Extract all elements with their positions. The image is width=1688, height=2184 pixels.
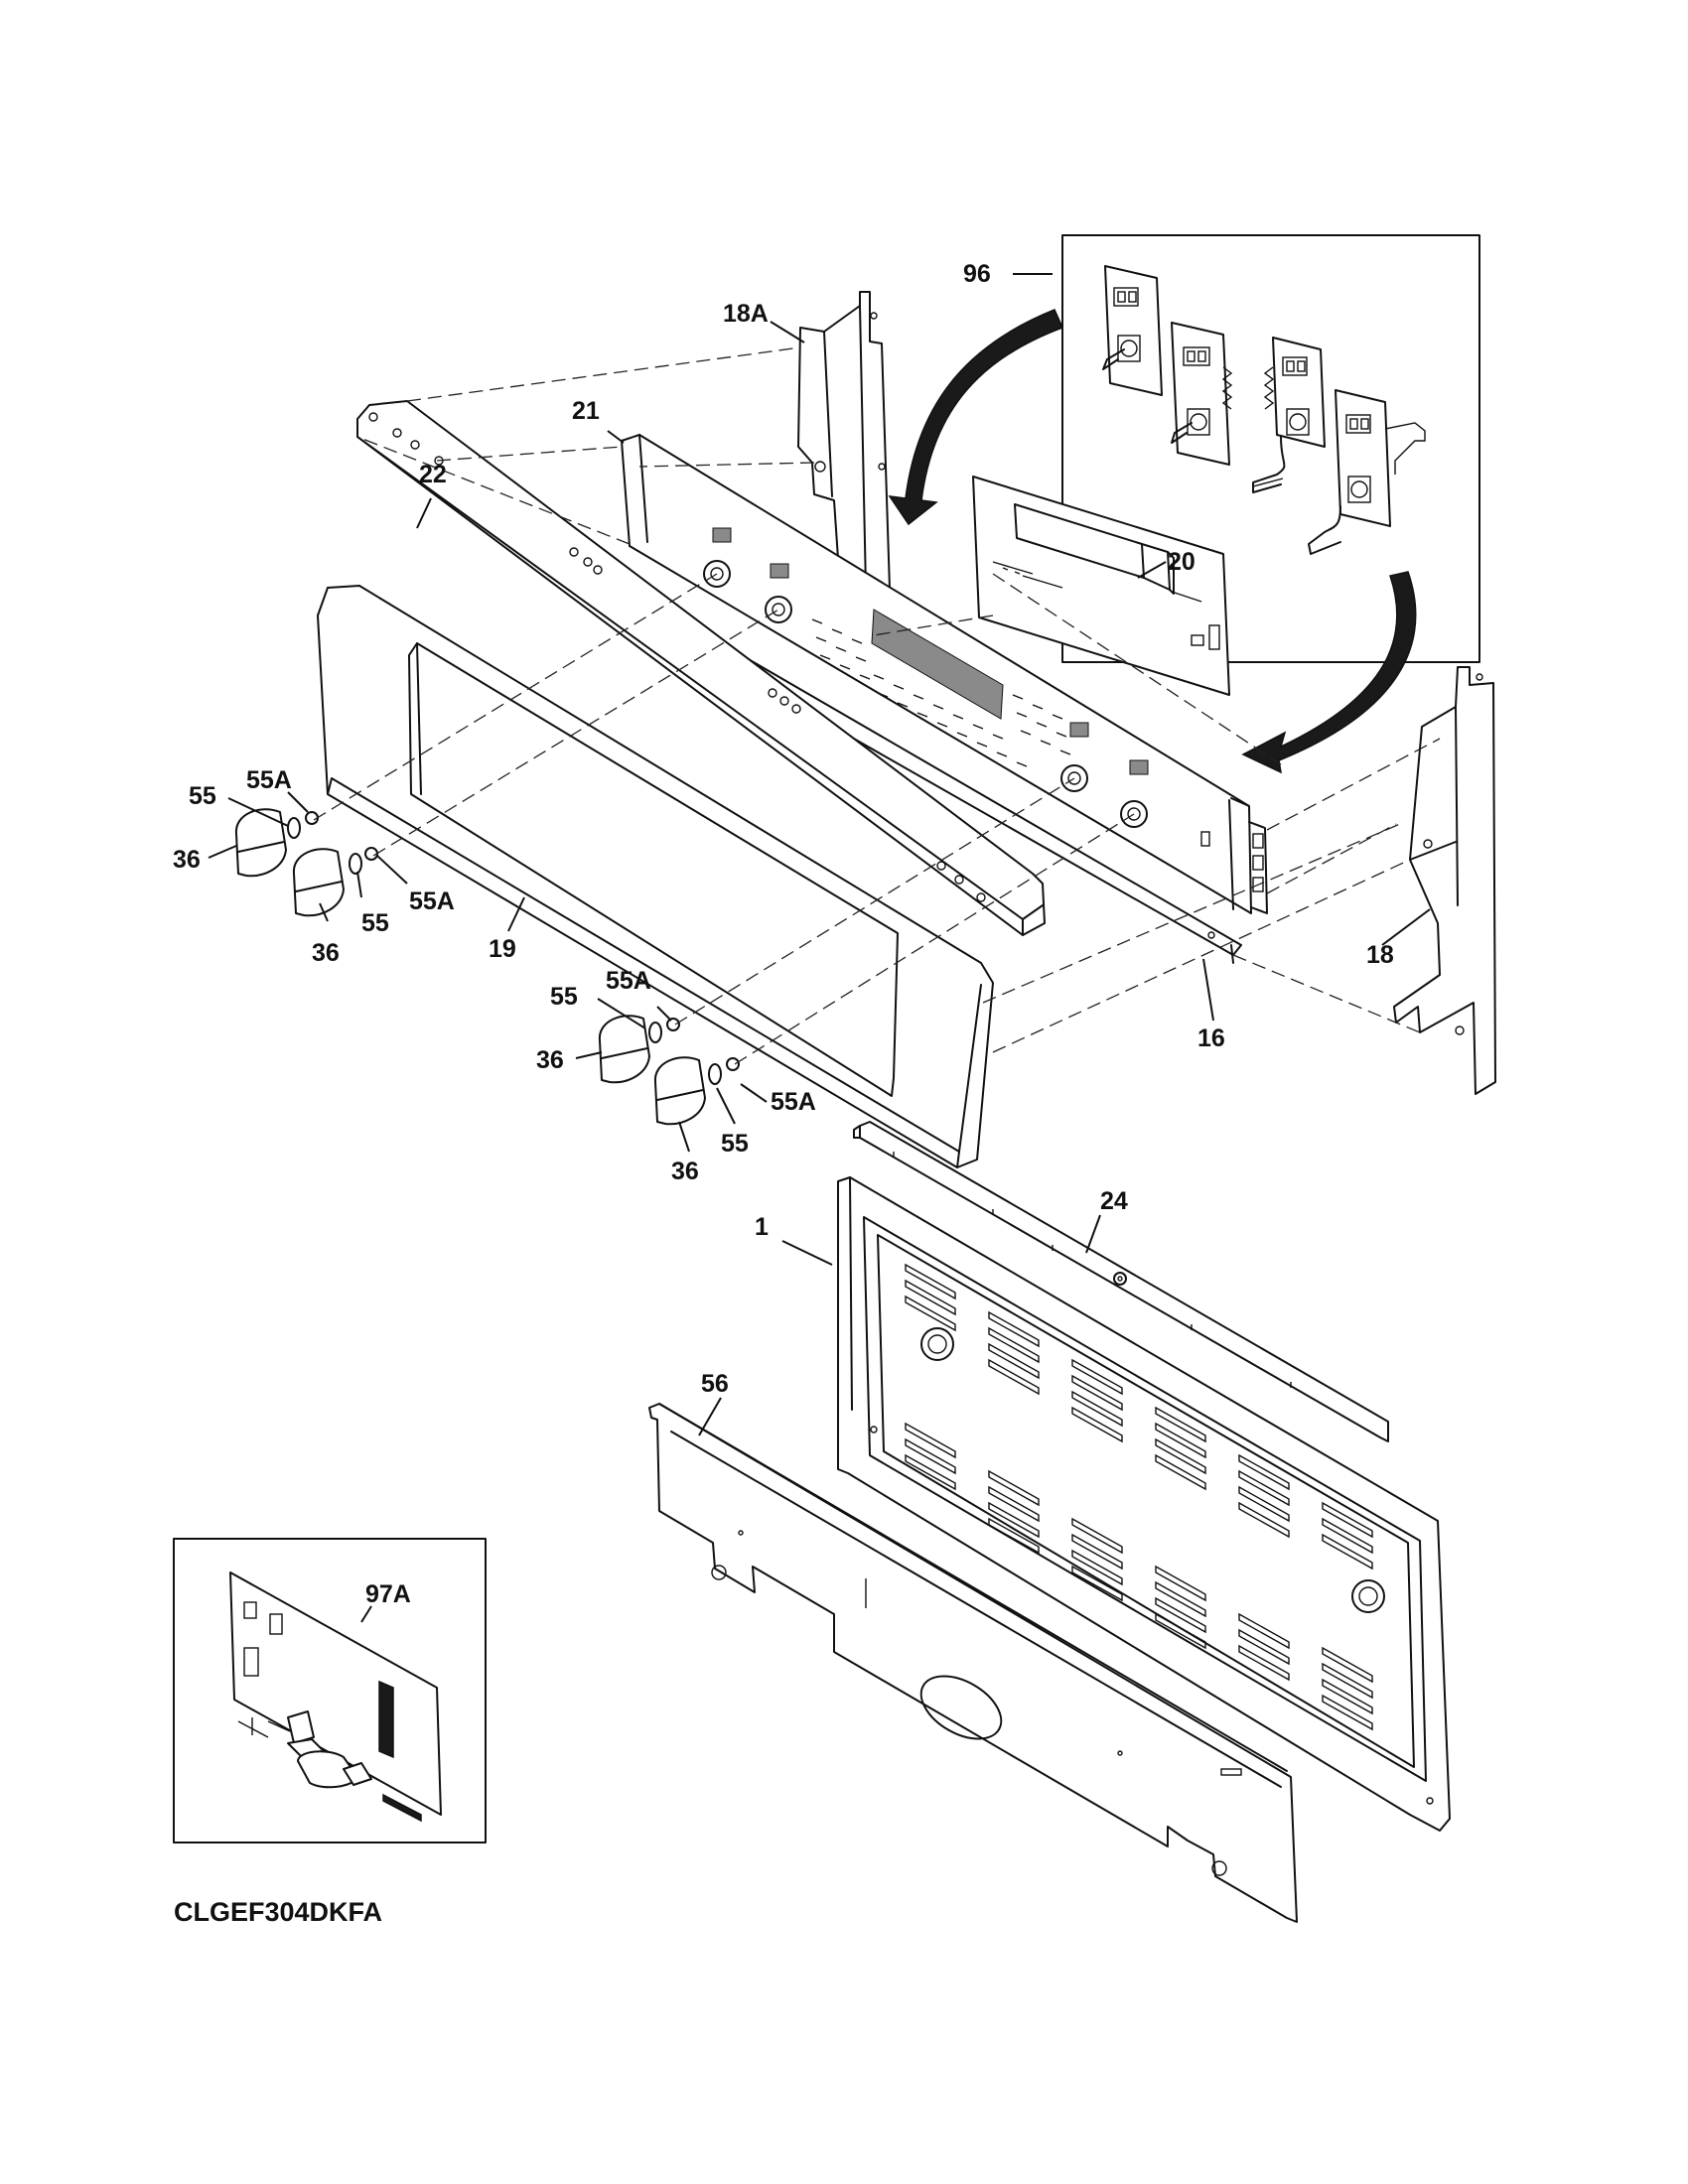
callout-36-1: 36 [173,846,201,874]
callout-19: 19 [489,935,516,963]
callout-96: 96 [963,260,991,288]
shield-56 [648,1403,1298,1923]
bezel-19 [317,585,994,1168]
callout-97a: 97A [365,1580,411,1608]
callout-22: 22 [419,461,447,488]
assembly-dashed-lines [313,346,1441,1065]
display-board-20 [972,476,1230,696]
callout-16: 16 [1197,1024,1225,1052]
callout-20: 20 [1168,548,1196,576]
callout-55-3: 55 [550,983,578,1011]
callout-1: 1 [755,1213,769,1241]
callout-55a-1: 55A [246,766,292,794]
callout-labels: 96 18A 21 22 20 55A 55 36 55A 55 36 19 1… [173,260,1394,1608]
callout-36-2: 36 [312,939,340,967]
callout-24: 24 [1100,1187,1128,1215]
callout-55a-2: 55A [409,887,455,915]
knob-group-3 [598,1015,680,1084]
end-bracket-18 [1393,666,1496,1095]
knob-group-4 [653,1056,740,1126]
callout-21: 21 [572,397,600,425]
console-panel-21 [621,434,1268,914]
knob-group-2 [292,847,378,917]
callout-56: 56 [701,1370,729,1398]
callout-55-1: 55 [189,782,216,810]
callout-36-4: 36 [671,1158,699,1185]
callout-36-3: 36 [536,1046,564,1074]
callout-18a: 18A [723,300,769,328]
callout-55a-4: 55A [771,1088,816,1116]
knob-group-1 [234,808,319,878]
callout-18: 18 [1366,941,1394,969]
callout-55-2: 55 [361,909,389,937]
inset-box-97a [173,1538,487,1843]
frame-22 [356,400,1046,936]
back-panel-1 [837,1176,1451,1832]
callout-55-4: 55 [721,1130,749,1158]
curved-arrow-right [1241,571,1417,774]
strip-24 [853,1121,1389,1442]
callout-55a-3: 55A [606,967,651,995]
leader-lines [208,273,1431,1623]
curved-arrow-left [888,309,1064,526]
model-number: CLGEF304DKFA [174,1897,382,1927]
